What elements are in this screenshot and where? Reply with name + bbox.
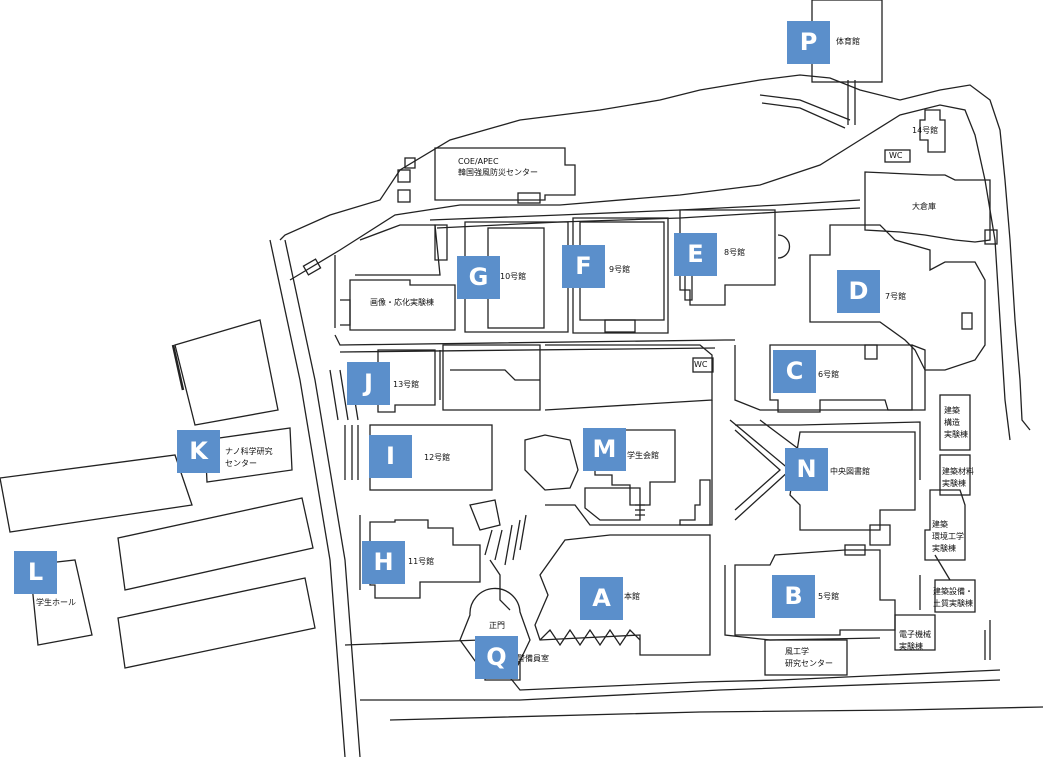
label-building-12: 12号館 [424,453,451,462]
label-building-14: 14号館 [912,126,939,135]
label-arch-env-3: 実験棟 [932,544,956,553]
building-arch-env [924,489,966,561]
label-building-9: 9号館 [609,265,631,274]
gym-access-road [847,80,856,125]
label-arch-env-2: 環境工学 [932,532,964,541]
building-5 [734,549,896,636]
marker-B[interactable]: B [772,575,815,618]
south-road-edge-3 [389,706,1043,721]
south-road-edge-1 [344,639,1001,691]
marker-A[interactable]: A [580,577,623,620]
building-center-block-1 [442,344,541,411]
marker-L[interactable]: L [14,551,57,594]
label-nano-1: ナノ科学研究 [225,447,273,456]
building-dorm-1 [0,454,193,533]
south-road-edge-2 [360,679,1001,701]
label-arch-equip-2: 土質実験棟 [933,599,973,608]
building-nano [174,319,279,426]
marker-E[interactable]: E [674,233,717,276]
building-wc-north [884,149,911,163]
label-nano-2: センター [225,459,257,468]
label-building-11: 11号館 [408,557,435,566]
marker-C[interactable]: C [773,350,816,393]
label-gym: 体育館 [836,37,860,46]
building-11 [369,519,481,599]
building-electronics [894,614,936,651]
label-coe-line-2: 韓国強風防災センター [458,168,538,177]
building-student-hall [594,429,676,506]
label-main-gate: 正門 [489,621,505,630]
marker-I[interactable]: I [369,435,412,478]
building-student-home [29,559,93,646]
label-warehouse: 大倉庫 [912,202,936,211]
label-wind-eng-1: 風工学 [785,647,809,656]
marker-D[interactable]: D [837,270,880,313]
label-imaging-lab: 画像・応化実験棟 [370,298,434,307]
label-arch-structure-1: 建築 [944,406,960,415]
label-building-8: 8号館 [724,248,746,257]
plaza-hexagon [524,434,579,491]
north-path-2 [761,102,846,129]
campus-boundary-inner [289,104,1011,441]
building-wc-center [692,357,714,373]
west-road-edge-inner [284,239,361,757]
marker-H[interactable]: H [362,541,405,584]
marker-G[interactable]: G [457,256,500,299]
building-wind-eng [764,639,848,676]
label-arch-structure-2: 構造 [944,418,960,427]
marker-N[interactable]: N [785,448,828,491]
label-student-home: 学生ホール [36,598,76,607]
label-coe-line-1: COE/APEC [458,157,499,166]
label-building-6: 6号館 [818,370,840,379]
main-gate [459,587,531,666]
marker-M[interactable]: M [583,428,626,471]
label-arch-env-1: 建築 [932,520,948,529]
building-13 [377,349,436,413]
west-road-edge-outer [269,239,346,757]
building-6 [769,344,913,413]
building-coe [434,147,576,201]
building-arch-equip [934,579,976,613]
label-main-building: 本館 [624,592,640,601]
building-library [789,431,916,531]
label-electronics-2: 実験棟 [899,642,923,651]
building-8 [679,209,776,306]
marker-J[interactable]: J [347,362,390,405]
building-dorm-3 [117,577,316,669]
building-warehouse [864,171,991,243]
north-path-1 [759,94,851,121]
marker-P[interactable]: P [787,21,830,64]
building-7 [809,224,986,371]
building-main [534,534,711,656]
label-arch-equip-1: 建築設備・ [933,587,973,596]
building-dorm-2 [117,497,314,591]
marker-Q[interactable]: Q [475,636,518,679]
label-building-7: 7号館 [885,292,907,301]
label-library: 中央図書館 [830,467,870,476]
building-arch-material [939,454,971,496]
building-arch-structure [939,394,971,451]
marker-K[interactable]: K [177,430,220,473]
north-interior-road [429,199,861,221]
building-imaging-lab [349,279,456,331]
label-electronics-1: 電子機械 [899,630,931,639]
marker-F[interactable]: F [562,245,605,288]
label-guard-room: 警備員室 [517,654,549,663]
label-arch-material-1: 建築材料 [942,467,974,476]
label-wc-north: WC [889,151,903,160]
label-wc-center: WC [694,360,708,369]
label-building-5: 5号館 [818,592,840,601]
building-14 [919,109,946,153]
label-student-hall: 学生会館 [627,451,659,460]
label-arch-material-2: 実験棟 [942,479,966,488]
label-building-10: 10号館 [500,272,527,281]
building-9 [572,217,669,334]
label-arch-structure-3: 実験棟 [944,430,968,439]
label-wind-eng-2: 研究センター [785,659,833,668]
label-building-13: 13号館 [393,380,420,389]
